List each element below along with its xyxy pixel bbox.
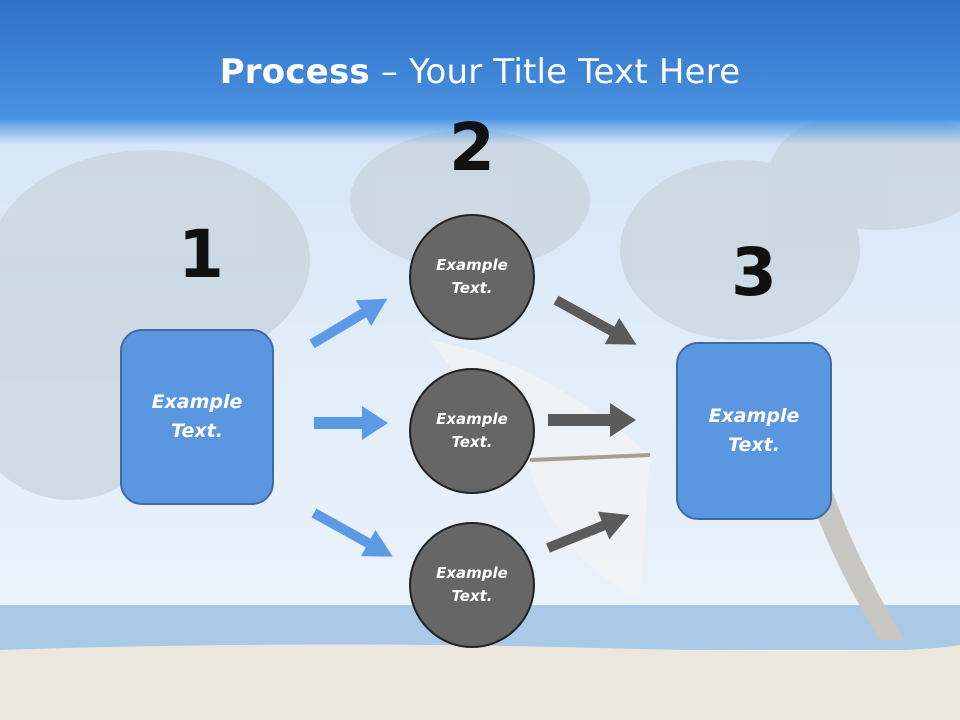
- right-box-line1: Example: [708, 405, 800, 427]
- step-number-3: 3: [731, 234, 777, 311]
- circle-bottom-line2: Text.: [451, 587, 493, 605]
- arrow-gray-down-right: [553, 295, 637, 345]
- arrow-gray-right: [548, 403, 636, 437]
- arrow-down-right: [311, 508, 393, 557]
- title-bold: Process: [219, 52, 370, 92]
- circle-bottom-line1: Example: [436, 564, 508, 582]
- arrow-right-blue: [314, 406, 388, 440]
- step-number-2: 2: [449, 109, 495, 186]
- step-number-1: 1: [178, 216, 224, 293]
- circle-top-line1: Example: [436, 256, 508, 274]
- arrow-up-right: [309, 298, 388, 349]
- arrow-gray-up-right: [546, 511, 630, 553]
- slide-title: Process – Your Title Text Here: [0, 52, 960, 92]
- gray-arrows: [546, 295, 637, 553]
- right-box-line2: Text.: [728, 434, 780, 456]
- title-rest: – Your Title Text Here: [369, 52, 741, 92]
- left-box-line1: Example: [151, 391, 243, 413]
- circle-middle-line2: Text.: [451, 433, 493, 451]
- circle-top-line2: Text.: [451, 279, 493, 297]
- blue-arrows: [309, 298, 393, 557]
- circle-middle-line1: Example: [436, 410, 508, 428]
- left-box-line2: Text.: [171, 420, 223, 442]
